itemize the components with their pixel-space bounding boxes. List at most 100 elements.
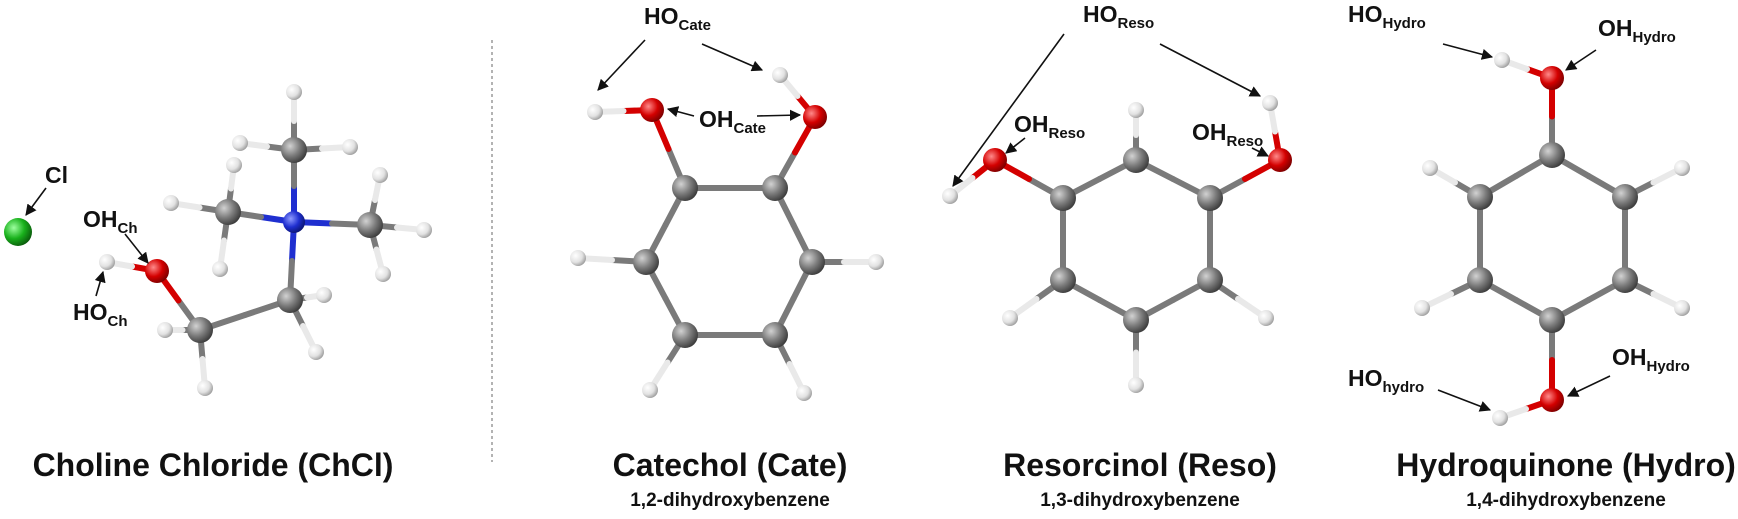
reso-subtitle: 1,3-dihydroxybenzene — [1040, 490, 1240, 511]
chcl-hydrogen-atom — [342, 139, 358, 155]
cate-oh-label: OHCate — [699, 106, 766, 137]
cate-ho-arrow-right — [701, 43, 764, 72]
cate-carbon-atom — [672, 322, 698, 348]
cate-hydrogen-atom — [772, 67, 788, 83]
reso-oh-left-label: OHReso — [1014, 111, 1085, 142]
hydro-ho-top-label: HOHydro — [1348, 1, 1426, 32]
reso-hydrogen-atom — [942, 188, 958, 204]
cate-carbon-atom — [672, 175, 698, 201]
chcl-carbon-atom — [187, 317, 213, 343]
chcl-hydrogen-atom — [316, 287, 332, 303]
chcl-hydrogen-atom — [163, 195, 179, 211]
chcl-hydrogen-atom — [375, 266, 391, 282]
chcl-hydrogen-atom — [197, 380, 213, 396]
reso-hydrogen-atom — [1262, 95, 1278, 111]
reso-ho-label: HOReso — [1083, 1, 1154, 32]
reso-hydrogen-atom — [1258, 310, 1274, 326]
reso-carbon-atom — [1123, 147, 1149, 173]
chcl-labels: Cl OHCh HOCh Choline Chloride (ChCl) — [33, 162, 394, 483]
cate-oh-arrow-left — [666, 106, 695, 118]
reso-carbon-atom — [1050, 185, 1076, 211]
reso-carbon-atom — [1050, 267, 1076, 293]
hydro-carbon-atom — [1612, 184, 1638, 210]
hydro-hydrogen-atom — [1674, 160, 1690, 176]
chcl-hydrogen-atom — [226, 157, 242, 173]
hydro-oh-bottom-label: OHHydro — [1612, 344, 1690, 375]
chcl-hydrogen-atom — [308, 344, 324, 360]
chcl-carbon-atom — [277, 287, 303, 313]
hydro-hydrogen-atom — [1422, 160, 1438, 176]
hydro-labels: HOHydro OHHydro HOhydro OHHydro Hydroqui… — [1348, 1, 1736, 511]
reso-carbon-atom — [1123, 307, 1149, 333]
hydro-hydrogen-atom — [1414, 300, 1430, 316]
cate-oxygen-atom — [640, 98, 664, 122]
chcl-oxygen-atom — [145, 259, 169, 283]
hydro-oxygen-atom — [1540, 388, 1564, 412]
hydro-carbon-atom — [1467, 267, 1493, 293]
reso-oxygen-atom — [1268, 148, 1292, 172]
reso-title: Resorcinol (Reso) — [1003, 447, 1277, 483]
hydro-hydrogen-atom — [1674, 300, 1690, 316]
chcl-title: Choline Chloride (ChCl) — [33, 447, 394, 483]
cate-title: Catechol (Cate) — [613, 447, 848, 483]
cate-oxygen-atom — [803, 105, 827, 129]
reso-oh-left-arrow — [1005, 137, 1026, 154]
atoms-layer — [4, 52, 1690, 426]
cate-carbon-atom — [762, 322, 788, 348]
cate-hydrogen-atom — [796, 385, 812, 401]
cate-labels: HOCate OHCate Catechol (Cate) 1,2-dihydr… — [613, 3, 848, 511]
cate-oh-arrow-right — [756, 109, 802, 121]
chcl-cl-arrow — [25, 187, 47, 216]
chcl-hydrogen-atom — [286, 84, 302, 100]
cate-carbon-atom — [799, 249, 825, 275]
hydro-oxygen-atom — [1540, 66, 1564, 90]
hydro-carbon-atom — [1539, 142, 1565, 168]
hydro-title: Hydroquinone (Hydro) — [1396, 447, 1736, 483]
chcl-hydrogen-atom — [372, 167, 388, 183]
cate-hydrogen-atom — [570, 250, 586, 266]
chcl-hydrogen-atom — [416, 222, 432, 238]
cate-hydrogen-atom — [868, 254, 884, 270]
bonds-layer — [104, 57, 1685, 421]
hydro-oh-bottom-arrow — [1566, 375, 1611, 397]
reso-ho-arrow-left — [952, 33, 1065, 187]
cate-ho-arrow-left — [597, 39, 646, 91]
hydro-ho-top-arrow — [1442, 43, 1494, 60]
cate-ho-label: HOCate — [644, 3, 711, 34]
reso-hydrogen-atom — [1002, 310, 1018, 326]
chcl-hydrogen-atom — [157, 322, 173, 338]
reso-carbon-atom — [1197, 267, 1223, 293]
chcl-hydrogen-atom — [212, 261, 228, 277]
reso-labels: HOReso OHReso OHReso Resorcinol (Reso) 1… — [1003, 1, 1277, 511]
hydro-oh-top-arrow — [1565, 49, 1597, 71]
hydro-hydrogen-atom — [1494, 52, 1510, 68]
chcl-carbon-atom — [215, 199, 241, 225]
chcl-hydrogen-atom — [232, 135, 248, 151]
hydro-ho-bottom-label: HOhydro — [1348, 365, 1424, 396]
reso-oh-right-arrow — [1251, 146, 1270, 157]
hydro-oh-top-label: OHHydro — [1598, 15, 1676, 46]
chcl-hydrogen-atom — [99, 254, 115, 270]
hydro-hydrogen-atom — [1492, 410, 1508, 426]
chcl-oh-label: OHCh — [83, 206, 138, 237]
hydro-ho-bottom-arrow — [1437, 389, 1492, 412]
chcl-nitrogen-atom — [283, 211, 305, 233]
reso-hydrogen-atom — [1128, 377, 1144, 393]
hydro-carbon-atom — [1612, 267, 1638, 293]
hydro-carbon-atom — [1539, 307, 1565, 333]
chcl-ho-arrow — [94, 270, 106, 297]
cate-hydrogen-atom — [587, 104, 603, 120]
reso-oxygen-atom — [983, 148, 1007, 172]
reso-hydrogen-atom — [1128, 102, 1144, 118]
chcl-carbon-atom — [281, 137, 307, 163]
chcl-oh-arrow — [124, 233, 149, 264]
chcl-cl-label: Cl — [45, 162, 68, 188]
cate-subtitle: 1,2-dihydroxybenzene — [630, 490, 830, 511]
reso-carbon-atom — [1197, 185, 1223, 211]
hydro-carbon-atom — [1467, 184, 1493, 210]
reso-ho-arrow-right — [1159, 43, 1261, 97]
arrows-layer — [25, 33, 1611, 412]
hydro-subtitle: 1,4-dihydroxybenzene — [1466, 490, 1666, 511]
cate-carbon-atom — [633, 249, 659, 275]
reso-oh-right-label: OHReso — [1192, 119, 1263, 150]
